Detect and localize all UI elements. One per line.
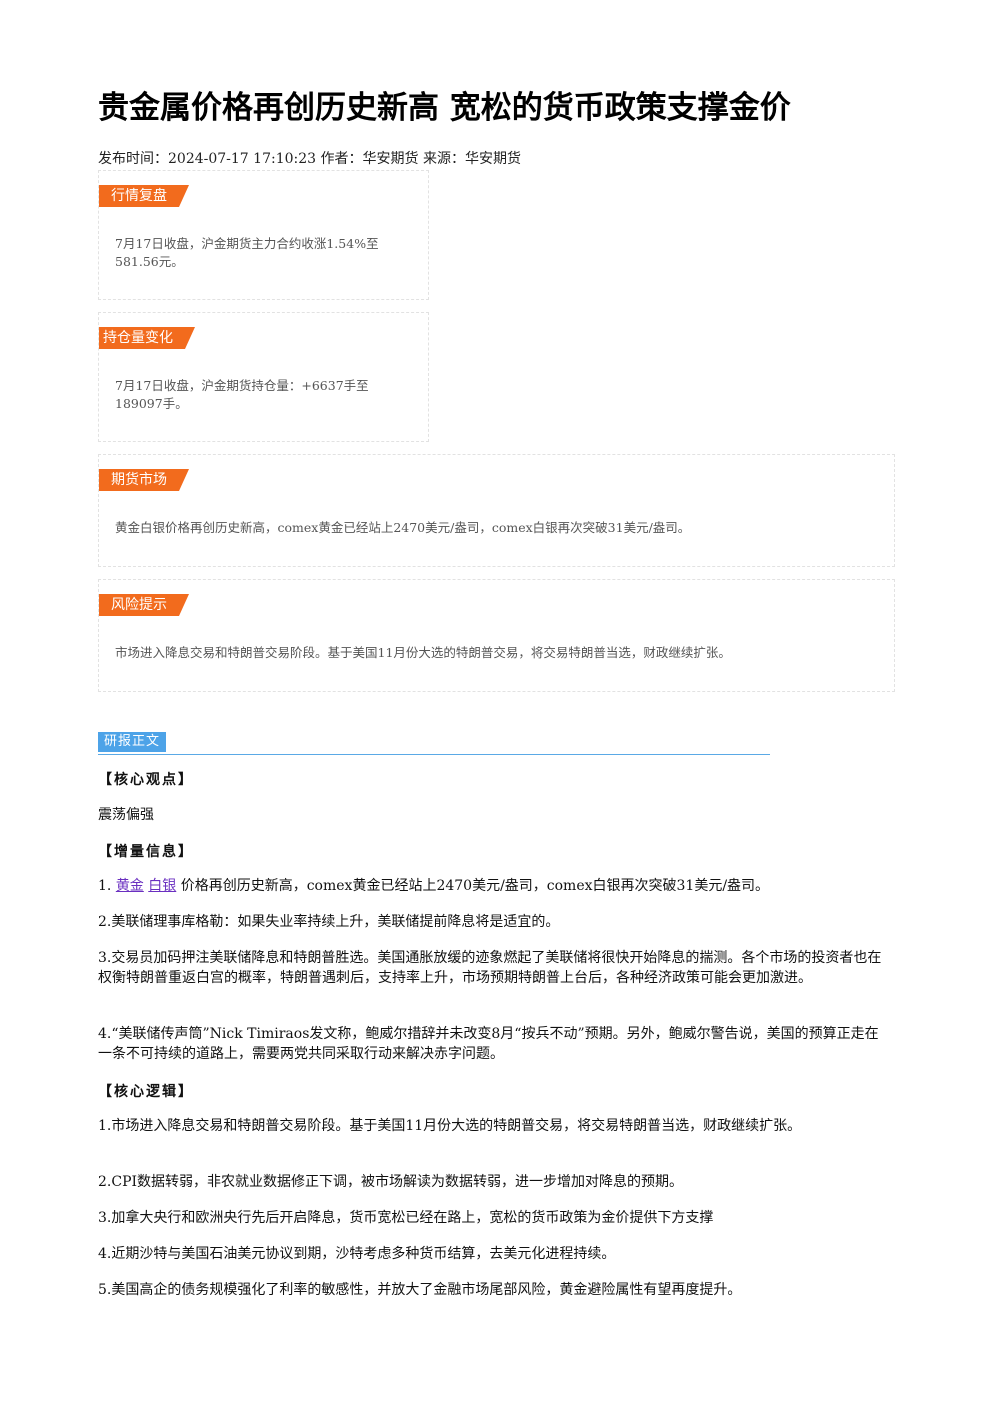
position-change-text: 7月17日收盘，沪金期货持仓量：+6637手至189097手。: [115, 378, 369, 411]
logic-item-1: 1.市场进入降息交易和特朗普交易阶段。基于美国11月份大选的特朗普交易，将交易特…: [98, 1118, 802, 1134]
futures-market-box: 期货市场 黄金白银价格再创历史新高，comex黄金已经站上2470美元/盎司，c…: [98, 454, 895, 567]
risk-warning-text: 市场进入降息交易和特朗普交易阶段。基于美国11月份大选的特朗普交易，将交易特朗普…: [115, 645, 731, 660]
risk-warning-box: 风险提示 市场进入降息交易和特朗普交易阶段。基于美国11月份大选的特朗普交易，将…: [98, 579, 895, 692]
position-change-tag: 持仓量变化: [99, 327, 195, 349]
logic-item-4: 4.近期沙特与美国石油美元协议到期，沙特考虑多种货币结算，去美元化进程持续。: [98, 1246, 616, 1262]
logic-item-2: 2.CPI数据转弱，非农就业数据修正下调，被市场解读为数据转弱，进一步增加对降息…: [98, 1174, 684, 1190]
position-change-box: 持仓量变化 7月17日收盘，沪金期货持仓量：+6637手至189097手。: [98, 312, 429, 442]
core-logic-heading: 【核心逻辑】: [98, 1084, 194, 1100]
silver-link[interactable]: 白银: [148, 878, 177, 894]
market-review-box: 行情复盘 7月17日收盘，沪金期货主力合约收涨1.54%至581.56元。: [98, 170, 429, 300]
market-review-tag: 行情复盘: [99, 185, 189, 207]
page-title: 贵金属价格再创历史新高 宽松的货币政策支撑金价: [98, 90, 791, 126]
info-item-3: 3.交易员加码押注美联储降息和特朗普胜选。美国通胀放缓的迹象燃起了美联储将很快开…: [98, 950, 882, 986]
publish-meta: 发布时间：2024-07-17 17:10:23 作者：华安期货 来源：华安期货: [98, 151, 521, 167]
logic-item-3: 3.加拿大央行和欧洲央行先后开启降息，货币宽松已经在路上，宽松的货币政策为金价提…: [98, 1210, 714, 1226]
core-view-text: 震荡偏强: [98, 807, 154, 823]
logic-item-5: 5.美国高企的债务规模强化了利率的敏感性，并放大了金融市场尾部风险，黄金避险属性…: [98, 1282, 742, 1298]
info-item-1-prefix: 1.: [98, 878, 116, 894]
risk-warning-tag: 风险提示: [99, 594, 189, 616]
info-item-1-text: 价格再创历史新高，comex黄金已经站上2470美元/盎司，comex白银再次突…: [176, 878, 770, 894]
futures-market-text: 黄金白银价格再创历史新高，comex黄金已经站上2470美元/盎司，comex白…: [115, 520, 691, 535]
report-body-tag: 研报正文: [98, 732, 167, 752]
info-item-4: 4.“美联储传声筒”Nick Timiraos发文称，鲍威尔措辞并未改变8月“按…: [98, 1026, 879, 1062]
market-review-text: 7月17日收盘，沪金期货主力合约收涨1.54%至581.56元。: [115, 236, 379, 269]
core-view-heading: 【核心观点】: [98, 772, 194, 788]
futures-market-tag: 期货市场: [99, 469, 189, 491]
report-body-header: 研报正文: [98, 732, 770, 755]
info-item-2: 2.美联储理事库格勒：如果失业率持续上升，美联储提前降息将是适宜的。: [98, 914, 560, 930]
incremental-info-heading: 【增量信息】: [98, 844, 194, 860]
info-item-1: 1. 黄金 白银 价格再创历史新高，comex黄金已经站上2470美元/盎司，c…: [98, 876, 890, 896]
gold-link[interactable]: 黄金: [115, 878, 144, 894]
